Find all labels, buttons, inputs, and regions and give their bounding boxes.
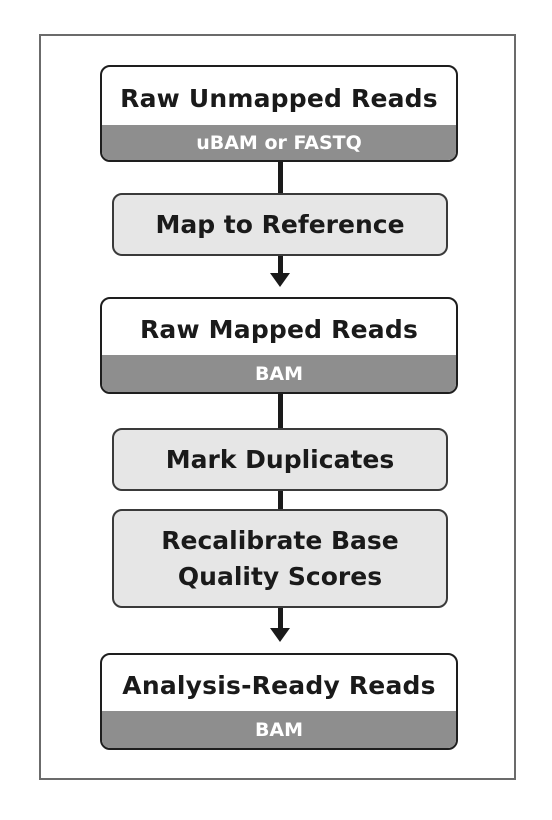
recalibrate-line-1: Recalibrate Base <box>161 525 399 555</box>
arrowhead-5 <box>270 628 290 642</box>
recalibrate-quality-scores-step: Recalibrate Base Quality Scores <box>112 509 448 608</box>
raw-mapped-reads-node: Raw Mapped Reads BAM <box>100 297 458 394</box>
analysis-ready-reads-node: Analysis-Ready Reads BAM <box>100 653 458 750</box>
raw-mapped-reads-format: BAM <box>102 355 456 392</box>
arrowhead-2 <box>270 273 290 287</box>
raw-mapped-reads-title: Raw Mapped Reads <box>139 314 419 344</box>
connector-line-2 <box>278 256 283 274</box>
recalibrate-line-2: Quality Scores <box>177 561 383 591</box>
diagram-frame <box>39 34 516 780</box>
map-to-reference-step: Map to Reference <box>112 193 448 256</box>
connector-line-3 <box>278 394 283 429</box>
raw-unmapped-reads-node: Raw Unmapped Reads uBAM or FASTQ <box>100 65 458 162</box>
connector-line-4 <box>278 491 283 510</box>
connector-line-5 <box>278 608 283 629</box>
connector-line-1 <box>278 162 283 194</box>
analysis-ready-reads-format: BAM <box>102 711 456 748</box>
raw-unmapped-reads-title: Raw Unmapped Reads <box>120 83 438 113</box>
mark-duplicates-step: Mark Duplicates <box>112 428 448 491</box>
analysis-ready-reads-title: Analysis-Ready Reads <box>122 670 436 700</box>
raw-unmapped-reads-format: uBAM or FASTQ <box>102 125 456 160</box>
